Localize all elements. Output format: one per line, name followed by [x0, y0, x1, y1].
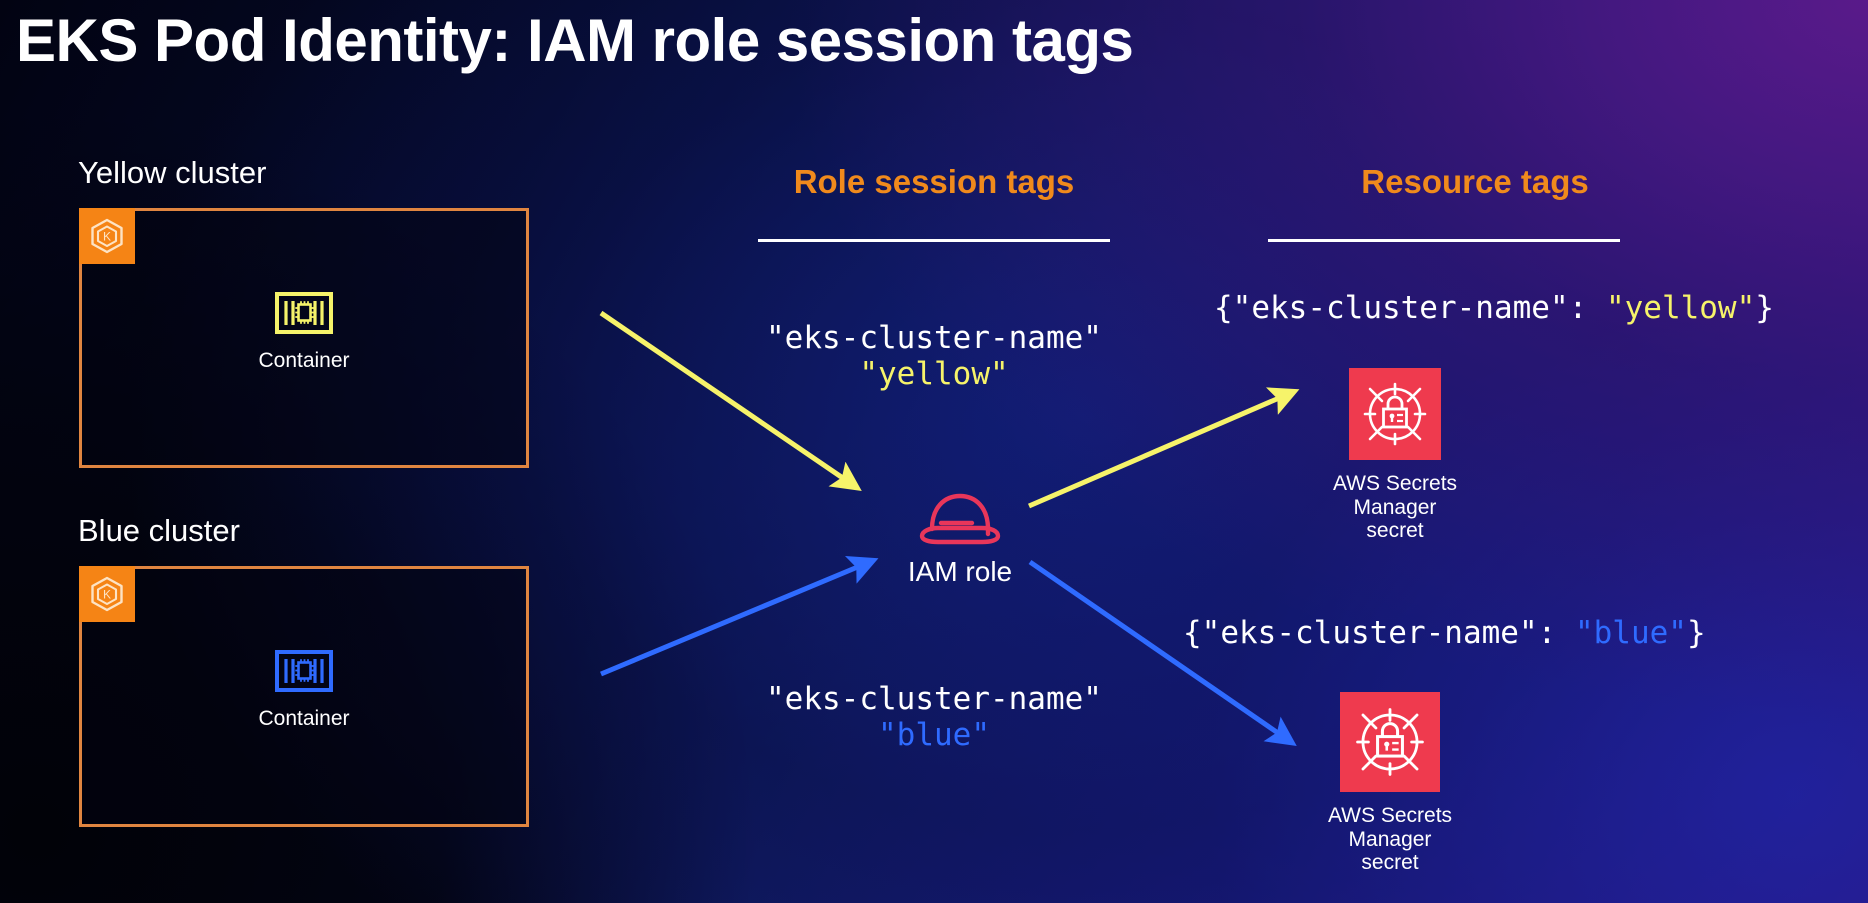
cluster-label-blue: Blue cluster: [78, 513, 240, 548]
svg-text:K: K: [103, 588, 111, 602]
page-title: EKS Pod Identity: IAM role session tags: [16, 7, 1134, 74]
container-icon: [275, 292, 333, 334]
session-tag-blue-key: "eks-cluster-name": [766, 681, 1102, 717]
session-tag-yellow: "eks-cluster-name" "yellow": [734, 320, 1134, 392]
eks-kubernetes-icon: K: [79, 566, 135, 622]
session-tag-blue: "eks-cluster-name" "blue": [734, 681, 1134, 753]
resource-tag-yellow-open: {: [1214, 290, 1233, 326]
secrets-manager-node-yellow: AWS Secrets Manager secret: [1300, 368, 1490, 543]
session-tag-yellow-value: "yellow": [859, 356, 1009, 392]
resource-tag-blue-open: {: [1183, 615, 1202, 651]
secrets-manager-label-yellow: AWS Secrets Manager secret: [1332, 472, 1458, 543]
resource-tag-blue-key: "eks-cluster-name": [1201, 615, 1538, 651]
secrets-manager-node-blue: AWS Secrets Manager secret: [1295, 692, 1485, 875]
secrets-manager-label-blue: AWS Secrets Manager secret: [1327, 804, 1453, 875]
resource-tag-yellow-value: "yellow": [1605, 290, 1756, 326]
arrow-iam-role-to-yellow-secret: [1028, 387, 1300, 509]
container-node-blue: Container: [82, 649, 526, 731]
aws-secrets-manager-icon: [1340, 692, 1440, 792]
resource-tag-blue-colon: :: [1537, 615, 1575, 651]
heading-rule-resource-tags: [1268, 239, 1620, 242]
session-tag-blue-value: "blue": [878, 717, 990, 753]
eks-kubernetes-icon: K: [79, 208, 135, 264]
aws-secrets-manager-icon: [1349, 368, 1441, 460]
cluster-label-yellow: Yellow cluster: [78, 155, 267, 190]
resource-tag-yellow-close: }: [1755, 290, 1774, 326]
heading-resource-tags: Resource tags: [1361, 163, 1589, 200]
container-icon: [275, 650, 333, 692]
heading-rule-role-session-tags: [758, 239, 1110, 242]
resource-tag-blue: {"eks-cluster-name": "blue"}: [1183, 615, 1706, 651]
arrow-blue-cluster-to-iam-role: [600, 556, 879, 677]
iam-role-node: IAM role: [880, 478, 1040, 588]
resource-tag-yellow: {"eks-cluster-name": "yellow"}: [1214, 290, 1774, 326]
resource-tag-blue-value: "blue": [1574, 615, 1687, 651]
heading-role-session-tags: Role session tags: [793, 163, 1075, 200]
cluster-box-yellow: K: [79, 208, 529, 468]
container-label-blue: Container: [258, 707, 350, 730]
resource-tag-blue-close: }: [1686, 615, 1706, 651]
resource-tag-yellow-colon: :: [1568, 290, 1606, 326]
resource-tag-yellow-key: "eks-cluster-name": [1232, 290, 1569, 326]
container-node-yellow: Container: [82, 291, 526, 373]
iam-hard-hat-icon: [919, 493, 1001, 545]
iam-role-label: IAM role: [907, 556, 1013, 587]
cluster-box-blue: K: [79, 566, 529, 827]
container-label-yellow: Container: [258, 349, 350, 372]
session-tag-yellow-key: "eks-cluster-name": [766, 320, 1102, 356]
svg-text:K: K: [103, 230, 111, 244]
